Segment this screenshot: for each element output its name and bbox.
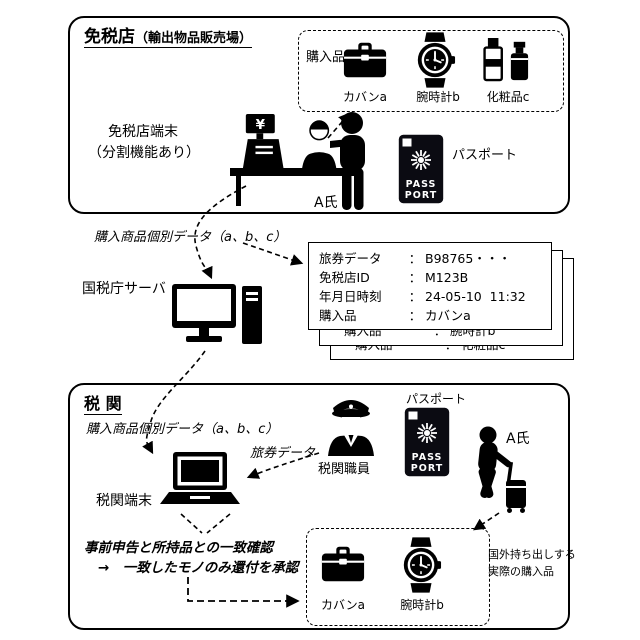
receipt-key: 購入品	[319, 308, 357, 323]
receipt-value: カバンa	[425, 308, 471, 323]
receipt-row: 免税店ID ： M123B	[319, 268, 541, 287]
receipt-sep: ：	[408, 270, 422, 285]
customs-terminal-label: 税関端末	[96, 493, 152, 509]
purchase-data-label-top: 購入商品個別データ（a、b、c）	[94, 230, 287, 245]
clerk-icon	[301, 120, 337, 170]
customs-officer-icon	[324, 394, 378, 456]
desktop-computer-icon	[172, 284, 264, 348]
receipt-sep: ：	[408, 308, 422, 323]
passport-word-2: PORT	[405, 190, 437, 201]
receipt-key: 免税店ID	[319, 270, 370, 285]
receipt-value: 24-05-10 11:32	[425, 289, 526, 304]
receipt-key: 旅券データ	[319, 251, 382, 266]
item-label-cosmetics: 化粧品c	[486, 90, 530, 104]
export-note: 国外持ち出しする 実際の購入品	[488, 546, 576, 580]
cash-register-icon: ¥	[243, 114, 351, 170]
receipt-row: 年月日時刻 ： 24-05-10 11:32	[319, 287, 541, 306]
receipt-value: M123B	[425, 270, 469, 285]
passport-word-1: PASS	[406, 179, 437, 190]
counter-leg	[236, 176, 241, 206]
passport-icon: PASS PORT	[398, 134, 444, 204]
tax-agency-server-label: 国税庁サーバ	[82, 281, 166, 297]
passport-label-top: パスポート	[452, 148, 518, 163]
receipt-sep: ：	[408, 289, 422, 304]
export-item-label-watch: 腕時計b	[400, 598, 444, 612]
briefcase-icon	[320, 544, 366, 584]
cosmetics-icon	[482, 38, 534, 82]
receipt-value: B98765・・・	[425, 251, 511, 266]
verification-text: 事前申告と所持品との一致確認 → 一致したモノのみ還付を承認	[84, 538, 298, 578]
counter	[230, 168, 358, 176]
receipt-key: 年月日時刻	[319, 289, 382, 304]
dutyfree-title-note: （輸出物品販売場）	[135, 31, 253, 46]
dutyfree-terminal-line1: 免税店端末	[108, 124, 178, 140]
watch-icon	[400, 536, 442, 594]
passport-word-1: PASS	[412, 452, 443, 463]
traveler-a-label: A氏	[506, 431, 530, 447]
verification-line2: → 一致したモノのみ還付を承認	[98, 560, 299, 576]
briefcase-icon	[342, 40, 388, 80]
customer-a-label: A氏	[314, 195, 338, 211]
watch-icon	[414, 32, 456, 88]
dutyfree-terminal-label: 免税店端末 （分割機能あり）	[88, 122, 200, 164]
export-note-line2: 実際の購入品	[488, 565, 554, 578]
laptop-icon	[160, 452, 240, 510]
arrow-data-to-receipt	[242, 242, 304, 266]
receipt-sep: ：	[408, 251, 422, 266]
verification-line1: 事前申告と所持品との一致確認	[84, 540, 273, 556]
receipt-row: 旅券データ ： B98765・・・	[319, 249, 541, 268]
export-note-line1: 国外持ち出しする	[488, 548, 576, 561]
passport-word-2: PORT	[411, 463, 443, 474]
passport-icon: PASS PORT	[404, 406, 450, 478]
dutyfree-terminal-line2: （分割機能あり）	[88, 145, 200, 161]
receipt-row: 購入品 ： カバンa	[319, 306, 541, 325]
customs-officer-label: 税関職員	[318, 462, 371, 477]
passport-data-label: 旅券データ	[250, 446, 316, 461]
item-label-bag: カバンa	[343, 90, 387, 104]
customs-title: 税 関	[84, 394, 122, 415]
export-item-label-bag: カバンa	[321, 598, 365, 612]
passport-label-customs: パスポート	[406, 392, 467, 406]
register-display: ¥	[256, 117, 266, 133]
purchases-label: 購入品	[306, 50, 346, 65]
receipt-card-1: 旅券データ ： B98765・・・ 免税店ID ： M123B 年月日時刻 ： …	[308, 242, 552, 330]
purchase-data-label-customs: 購入商品個別データ（a、b、c）	[86, 422, 279, 437]
dutyfree-title-main: 免税店	[84, 27, 135, 47]
traveler-with-suitcase-icon	[462, 426, 534, 516]
item-label-watch: 腕時計b	[416, 90, 460, 104]
dutyfree-title: 免税店（輸出物品販売場）	[84, 22, 253, 48]
